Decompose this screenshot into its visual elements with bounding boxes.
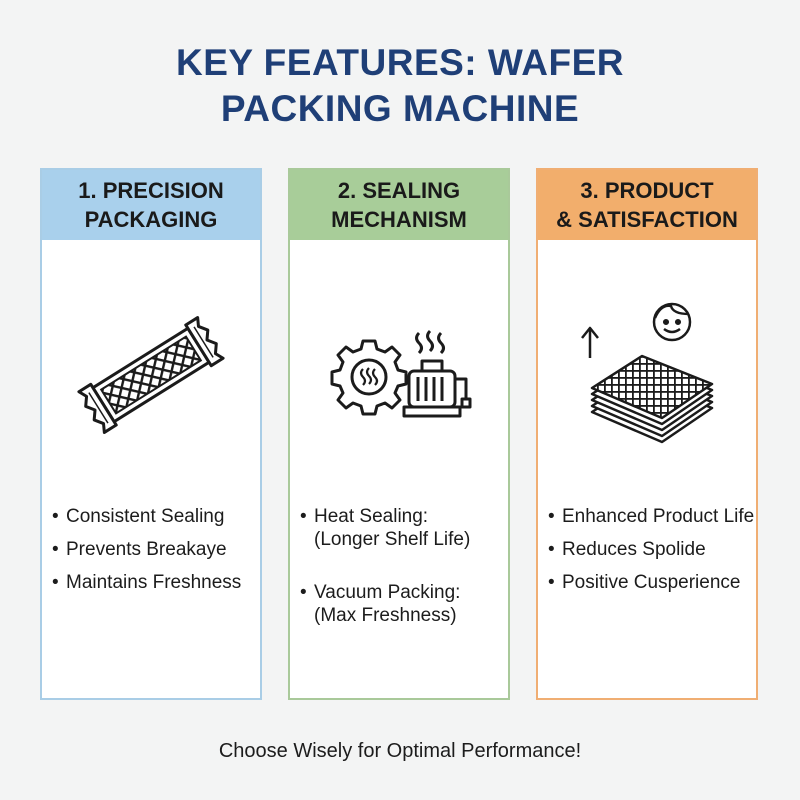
list-item: •Reduces Spolide <box>548 539 706 560</box>
feature-list: •Heat Sealing: (Longer Shelf Life) •Vacu… <box>300 505 505 657</box>
list-item: •Maintains Freshness <box>52 572 242 593</box>
list-item: •Prevents Breakaye <box>52 539 227 560</box>
card-heading-line-1: 1. PRECISION <box>78 178 224 203</box>
card-heading-line-2: PACKAGING <box>84 207 218 232</box>
gear-heat-sealer-icon <box>330 329 472 418</box>
feature-card-sealing-mechanism: 2. SEALING MECHANISM <box>288 168 510 700</box>
list-item: •Enhanced Product Life <box>548 506 755 527</box>
wafer-stack-smiley-icon <box>581 302 714 444</box>
feature-list: •Enhanced Product Life •Reduces Spolide … <box>548 505 755 604</box>
list-item: •Positive Cusperience <box>548 572 741 593</box>
card-heading-line-2: MECHANISM <box>331 207 467 232</box>
title-line-2: PACKING MACHINE <box>220 88 580 129</box>
card-heading: 3. PRODUCT & SATISFACTION <box>538 170 756 240</box>
wafer-bar-icon <box>77 316 225 434</box>
list-item: •Vacuum Packing: (Max Freshness) <box>300 582 461 626</box>
page-title: KEY FEATURES: WAFER PACKING MACHINE <box>0 40 800 132</box>
card-heading-line-2: & SATISFACTION <box>556 207 738 232</box>
card-heading-line-1: 3. PRODUCT <box>580 178 714 203</box>
footer-tagline: Choose Wisely for Optimal Performance! <box>218 740 582 762</box>
list-item: •Heat Sealing: (Longer Shelf Life) <box>300 506 471 550</box>
title-line-1: KEY FEATURES: WAFER <box>175 42 625 83</box>
feature-list: •Consistent Sealing •Prevents Breakaye •… <box>52 505 257 604</box>
card-heading-line-1: 2. SEALING <box>337 178 461 203</box>
card-heading: 2. SEALING MECHANISM <box>290 170 508 240</box>
list-item: •Consistent Sealing <box>52 506 225 527</box>
feature-card-precision-packaging: 1. PRECISION PACKAGING •Consistent Se <box>40 168 262 700</box>
card-heading: 1. PRECISION PACKAGING <box>42 170 260 240</box>
feature-card-product-satisfaction: 3. PRODUCT & SATISFACTION <box>536 168 758 700</box>
